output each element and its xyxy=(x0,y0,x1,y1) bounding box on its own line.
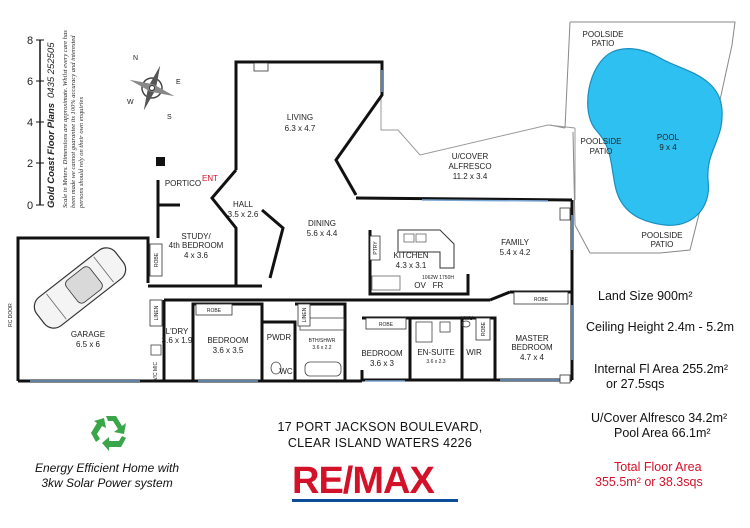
master-line1: MASTER xyxy=(515,334,549,343)
alfresco-outline xyxy=(380,63,576,200)
study-line2: 4th BEDROOM xyxy=(169,241,224,250)
compass-rose xyxy=(129,65,175,111)
ceiling-height: Ceiling Height 2.4m - 5.2m xyxy=(586,320,734,334)
master-line2: BEDROOM xyxy=(511,343,553,352)
pool-area-total: Pool Area 66.1m² xyxy=(614,426,711,440)
car-icon xyxy=(33,247,127,329)
poolside-patio-top-2: PATIO xyxy=(592,39,615,48)
robe-label-bedroom3: ROBE xyxy=(379,322,394,328)
robe-label-master: ROBE xyxy=(534,297,549,303)
pool-dim: 9 x 4 xyxy=(659,143,677,152)
robe-label-wir: ROBE xyxy=(481,321,487,336)
garage-name: GARAGE xyxy=(71,330,105,339)
recycle-icon xyxy=(91,416,126,451)
hwu-label: HWU xyxy=(461,316,473,322)
company-phone: 0435 252505 xyxy=(46,42,57,98)
portico-column xyxy=(156,157,165,166)
fridge-label: FR xyxy=(433,281,444,290)
family-dim: 5.4 x 4.2 xyxy=(500,248,531,257)
disclaimer-block: Gold Coast Floor Plans 0435 252505 xyxy=(46,42,57,208)
portico-name: PORTICO xyxy=(165,179,201,188)
address-line1: 17 PORT JACKSON BOULEVARD, xyxy=(277,420,483,434)
compass-e: E xyxy=(176,79,181,86)
dining-name: DINING xyxy=(308,219,336,228)
linen-label-laundry: LINEN xyxy=(154,305,160,320)
total-area-line2: 355.5m² or 38.3sqs xyxy=(595,475,703,489)
fixtures xyxy=(149,62,571,384)
bedroom2-dim: 3.6 x 3.5 xyxy=(213,346,244,355)
laundry-name: L'DRY xyxy=(166,327,189,336)
wc-name: WC xyxy=(279,367,293,376)
living-name: LIVING xyxy=(287,113,313,122)
pool-name: POOL xyxy=(657,133,680,142)
family-name: FAMILY xyxy=(501,238,530,247)
linen-label-bath: LINEN xyxy=(302,307,308,322)
pool-water xyxy=(587,48,723,226)
entry-name: ENT xyxy=(202,174,218,183)
ensuite-name: EN-SUITE xyxy=(417,348,454,357)
hall-name: HALL xyxy=(233,200,254,209)
robe-label-bedroom2: ROBE xyxy=(207,308,222,314)
hall-dim: 3.5 x 2.6 xyxy=(228,210,259,219)
garage-door-label: RC DOOR xyxy=(8,303,14,327)
scale-tick-0: 0 xyxy=(27,200,33,212)
study-dim: 4 x 3.6 xyxy=(184,251,209,260)
alfresco-line1: U/COVER xyxy=(452,152,489,161)
total-area-line1: Total Floor Area xyxy=(614,460,702,474)
compass-w: W xyxy=(127,99,134,106)
energy-line2: 3kw Solar Power system xyxy=(41,476,173,490)
alfresco-line2: ALFRESCO xyxy=(448,162,491,171)
poolside-patio-top-1: POOLSIDE xyxy=(583,30,624,39)
scale-tick-4: 4 xyxy=(27,117,33,129)
bath-name: BTH/SHWR xyxy=(309,338,336,344)
oven-label: OV xyxy=(414,281,426,290)
wir-name: WIR xyxy=(466,348,482,357)
disclaimer-text: Scale in Meters. Dimensions are approxim… xyxy=(62,30,85,208)
poolside-patio-bottom-1: POOLSIDE xyxy=(642,231,683,240)
remax-logo: RE/MAX xyxy=(292,460,458,502)
pwdr-name: PWDR xyxy=(267,333,292,342)
internal-area-line1: Internal Fl Area 255.2m² xyxy=(594,362,729,376)
bedroom3-dim: 3.6 x 3 xyxy=(370,359,395,368)
remax-logo-underline xyxy=(292,499,458,502)
kitchen-dim: 4.3 x 3.1 xyxy=(396,261,427,270)
scale-tick-2: 2 xyxy=(27,158,33,170)
poolside-patio-bottom-2: PATIO xyxy=(651,240,674,249)
remax-logo-text: RE/MAX xyxy=(292,460,435,502)
robe-label-study: ROBE xyxy=(154,252,160,267)
wm-label: W/C MIC xyxy=(153,361,159,382)
scale-tick-6: 6 xyxy=(27,76,33,88)
bedroom2-name: BEDROOM xyxy=(207,336,249,345)
dining-dim: 5.6 x 4.4 xyxy=(307,229,338,238)
windows xyxy=(30,70,573,382)
scale-bar: 8 6 4 2 0 xyxy=(27,35,44,212)
scale-tick-8: 8 xyxy=(27,35,33,47)
fridge-size: 1062W 1750H xyxy=(422,275,454,281)
bath-dim: 3.6 x 2.2 xyxy=(312,345,331,351)
study-line1: STUDY/ xyxy=(181,232,211,241)
alfresco-area: U/Cover Alfresco 34.2m² xyxy=(591,411,728,425)
poolside-patio-mid-1: POOLSIDE xyxy=(581,137,622,146)
ensuite-dim: 3.6 x 2.3 xyxy=(426,359,445,365)
pool-area: POOLSIDE PATIO POOLSIDE PATIO POOLSIDE P… xyxy=(549,21,736,254)
remax-logo-word: RE/MAX xyxy=(292,460,435,502)
garage-dim: 6.5 x 6 xyxy=(76,340,101,349)
kitchen-name: KITCHEN xyxy=(393,251,428,260)
compass-s: S xyxy=(167,114,172,121)
address-line2: CLEAR ISLAND WATERS 4226 xyxy=(287,436,473,450)
alfresco-dim: 11.2 x 3.4 xyxy=(453,172,488,181)
living-dim: 6.3 x 4.7 xyxy=(285,124,316,133)
energy-line1: Energy Efficient Home with xyxy=(34,461,180,475)
pantry-label: PTRY xyxy=(373,241,379,255)
poolside-patio-mid-2: PATIO xyxy=(590,147,613,156)
master-dim: 4.7 x 4 xyxy=(520,353,545,362)
laundry-dim: 3.6 x 1.9 xyxy=(162,336,193,345)
disclaimer-text-holder: Scale in Meters. Dimensions are approxim… xyxy=(62,30,85,208)
land-size: Land Size 900m² xyxy=(598,289,693,303)
internal-area-line2: or 27.5sqs xyxy=(606,377,665,391)
compass-n: N xyxy=(133,55,138,62)
company-name: Gold Coast Floor Plans xyxy=(46,103,57,208)
bedroom3-name: BEDROOM xyxy=(361,349,403,358)
